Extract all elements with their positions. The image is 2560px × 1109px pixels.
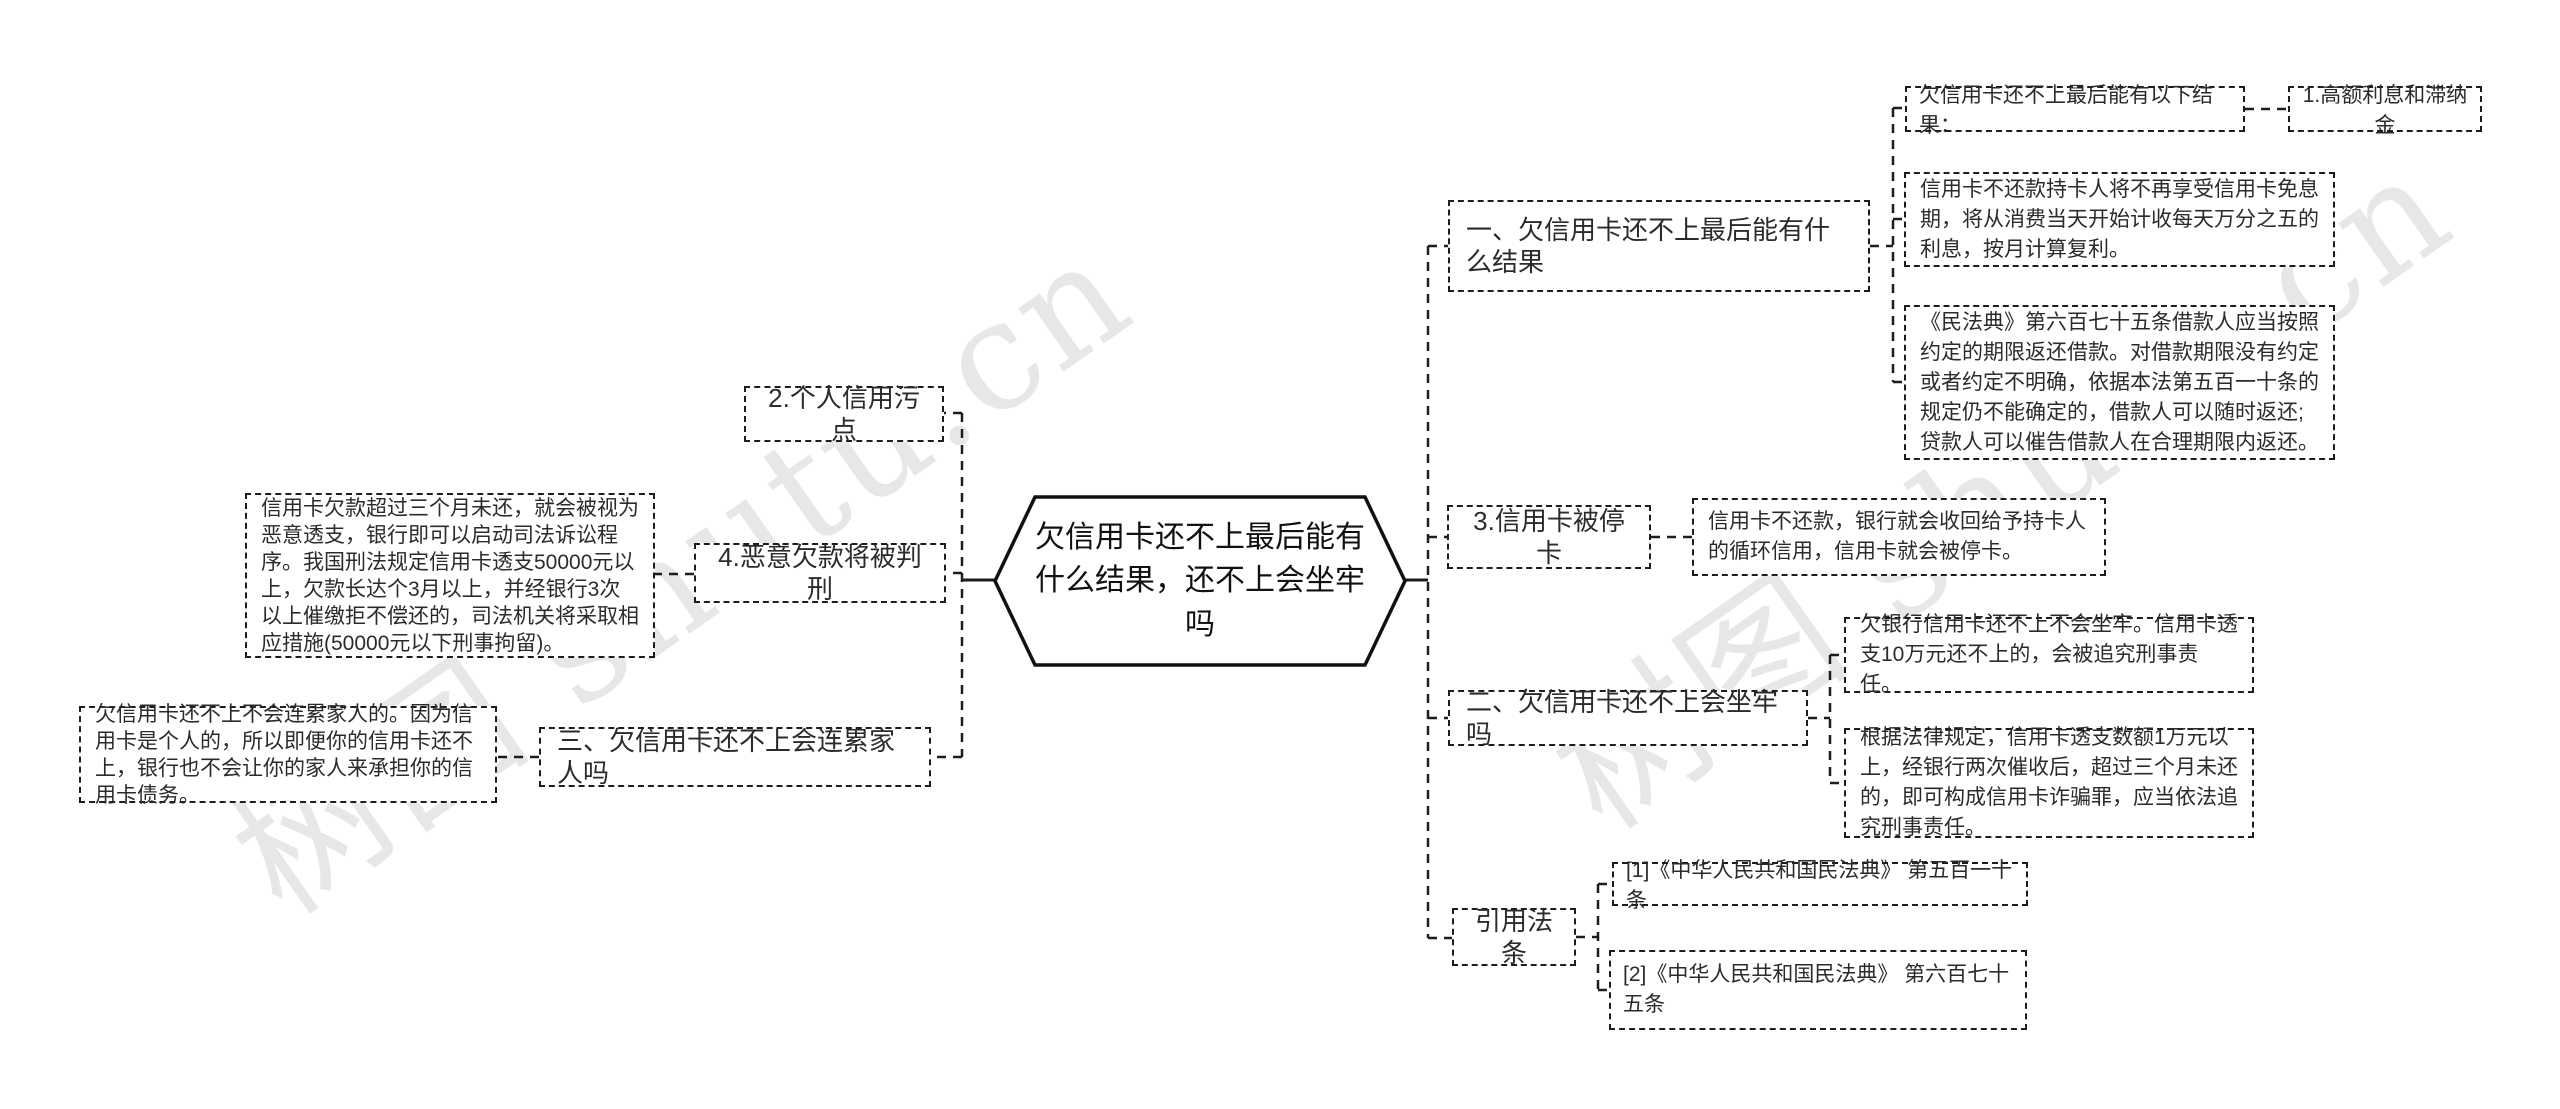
note-family-impact-detail[interactable]: 欠信用卡还不上不会连累家人的。因为信用卡是个人的，所以即便你的信用卡还不上，银行… — [79, 703, 497, 807]
root-topic[interactable]: 欠信用卡还不上最后能有什么结果，还不上会坐牢吗 — [1035, 520, 1365, 641]
note-jail-detail-1[interactable]: 欠银行信用卡还不上不会坐牢。信用卡透支10万元还不上的，会被追究刑事责任。 — [1844, 613, 2254, 696]
note-malicious-debt-detail[interactable]: 信用卡欠款超过三个月未还，就会被视为恶意透支，银行即可以启动司法诉讼程序。我国刑… — [245, 493, 655, 658]
note-jail-detail-2[interactable]: 根据法律规定，信用卡透支数额1万元以上，经银行两次催收后，超过三个月未还的，即可… — [1844, 726, 2254, 839]
node-malicious-debt[interactable]: 4.恶意欠款将被判刑 — [694, 542, 946, 604]
note-card-stopped-detail[interactable]: 信用卡不还款，银行就会收回给予持卡人的循环信用，信用卡就会被停卡。 — [1692, 498, 2106, 576]
node-citation-2[interactable]: [2]《中华人民共和国民法典》 第六百七十五条 — [1609, 950, 2027, 1030]
node-personal-credit-stain[interactable]: 2.个人信用污点 — [744, 383, 944, 445]
node-section-one[interactable]: 一、欠信用卡还不上最后能有什么结果 — [1448, 200, 1870, 292]
node-card-stopped[interactable]: 3.信用卡被停卡 — [1447, 505, 1651, 569]
node-results-header[interactable]: 欠信用卡还不上最后能有以下结果： — [1905, 84, 2245, 137]
node-cited-laws[interactable]: 引用法条 — [1452, 906, 1576, 968]
node-citation-1[interactable]: [1]《中华人民共和国民法典》 第五百一十条 — [1612, 859, 2028, 912]
node-high-interest-fee[interactable]: 1.高额利息和滞纳金 — [2288, 84, 2482, 137]
note-interest-detail[interactable]: 信用卡不还款持卡人将不再享受信用卡免息期，将从消费当天开始计收每天万分之五的利息… — [1904, 172, 2335, 267]
root-hexagon — [993, 495, 1407, 667]
node-section-two[interactable]: 二、欠信用卡还不上会坐牢吗 — [1448, 687, 1808, 749]
node-family-impact[interactable]: 三、欠信用卡还不上会连累家人吗 — [539, 726, 931, 788]
note-civil-code-675[interactable]: 《民法典》第六百七十五条借款人应当按照约定的期限返还借款。对借款期限没有约定或者… — [1904, 305, 2335, 460]
